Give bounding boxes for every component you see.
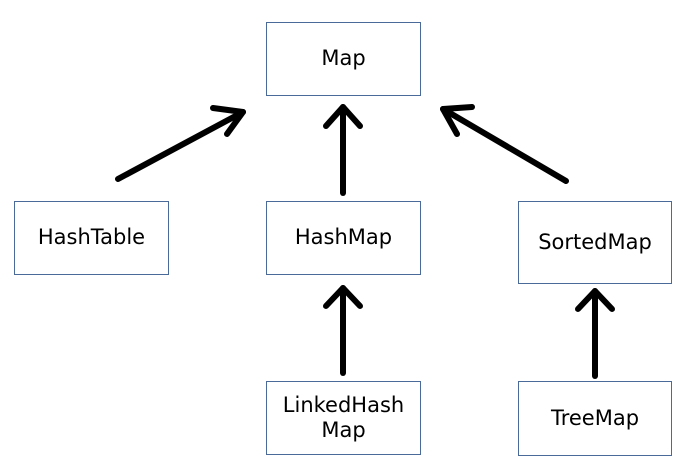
arrow-sortedmap-to-map [440, 104, 569, 184]
node-hashtable-label: HashTable [37, 225, 146, 250]
node-map-label: Map [321, 46, 366, 71]
node-treemap-label: TreeMap [550, 405, 640, 430]
node-map: Map [266, 22, 421, 96]
node-hashtable: HashTable [14, 201, 169, 275]
arrow-treemap-to-sortedmap [575, 288, 615, 379]
node-linkedhashmap-label-line2: Map [321, 418, 366, 442]
node-hashmap: HashMap [266, 201, 421, 275]
node-sortedmap-label: SortedMap [538, 229, 652, 254]
node-sortedmap: SortedMap [518, 201, 672, 284]
arrow-hashmap-to-map [323, 104, 363, 196]
arrow-hashtable-to-map [115, 105, 246, 182]
node-linkedhashmap: LinkedHash Map [266, 381, 421, 455]
node-treemap: TreeMap [518, 381, 672, 456]
node-hashmap-label: HashMap [294, 225, 393, 250]
node-linkedhashmap-label-line1: LinkedHash [282, 392, 405, 417]
arrow-linkedhashmap-to-hashmap [323, 285, 363, 376]
